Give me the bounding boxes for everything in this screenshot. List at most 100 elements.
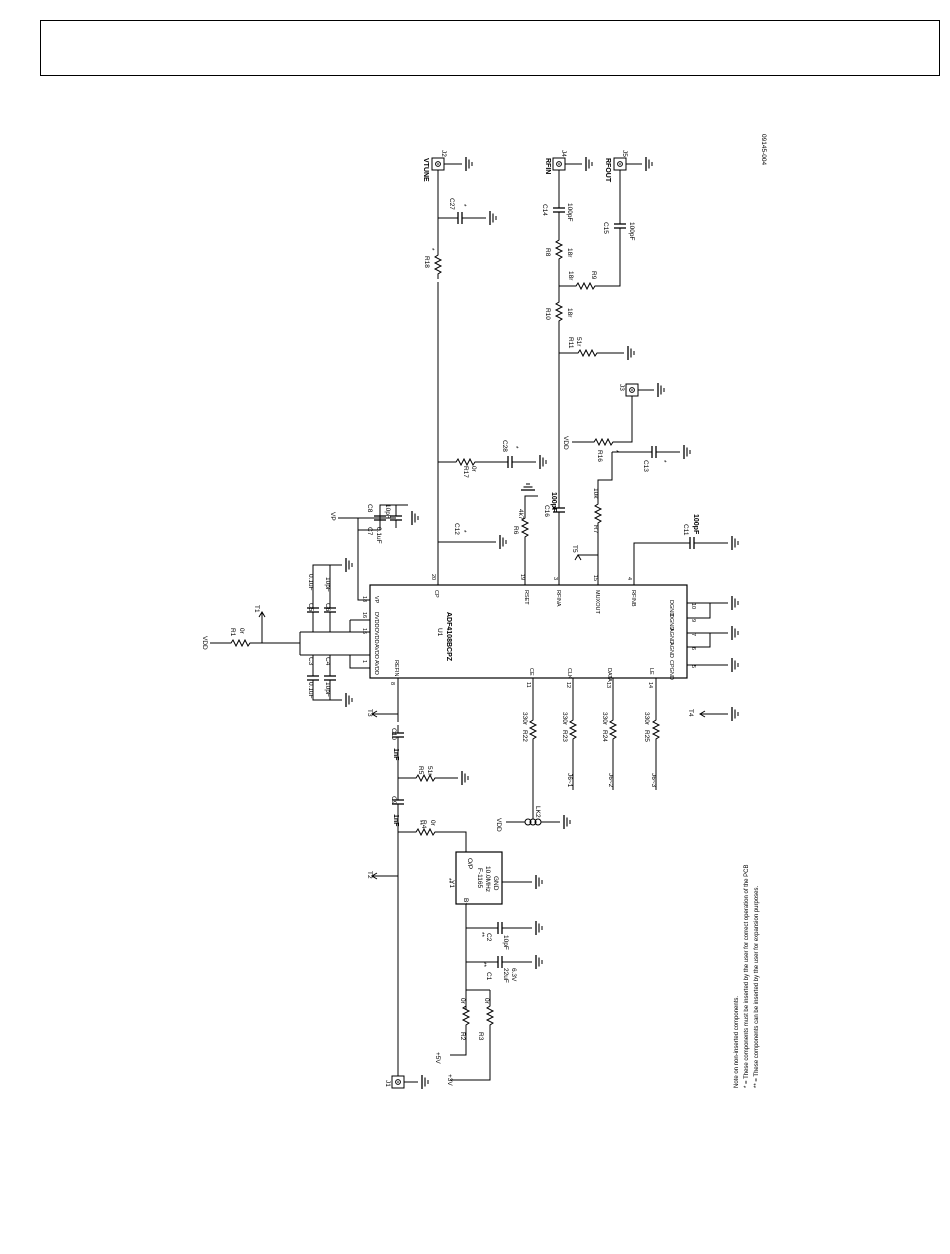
pin-data-label: DATA — [606, 668, 612, 682]
pin-dgnd-label: DGND — [668, 600, 674, 616]
c1-stars: ** — [480, 962, 487, 968]
c14-value: 100pF — [566, 203, 573, 221]
r23-ref: R23 — [561, 730, 568, 742]
pin-clk-label: CLK — [566, 668, 572, 679]
rfin-label: RFIN — [544, 158, 551, 174]
t5-label: T5 — [571, 545, 578, 553]
r7-ref: R7 — [592, 525, 599, 534]
figure-id-label: 09145-004 — [760, 134, 767, 165]
pin-num: 13 — [605, 682, 611, 688]
r9-value: 18r — [567, 271, 574, 281]
r5-ref: R5 — [417, 766, 424, 775]
pin-num: 19 — [519, 574, 525, 580]
c15-value: 100pF — [628, 222, 635, 240]
c16-ref: C16 — [543, 505, 550, 517]
vdd-rail-label-2: VDD — [562, 436, 569, 450]
c10-ref: C10 — [390, 728, 397, 740]
r2-value: 0r — [459, 998, 466, 1005]
c3-ref: C3 — [307, 657, 314, 666]
r8-ref: R8 — [544, 248, 551, 257]
r10-ref: R10 — [544, 308, 551, 320]
c28-star: * — [512, 446, 519, 449]
pin-num: 10 — [690, 603, 696, 609]
lk2-label: LK2 — [534, 806, 541, 818]
c4-value: 10pF — [324, 682, 331, 697]
c1-ref: C1 — [485, 972, 492, 981]
c9-ref: C9 — [390, 796, 397, 805]
pin-num: 5 — [690, 665, 696, 668]
y1-stars: ** — [445, 878, 452, 884]
r4-stars: ** — [416, 820, 423, 826]
c5-ref: C5 — [307, 603, 314, 612]
c28-ref: C28 — [501, 440, 508, 452]
c11-ref: C11 — [682, 524, 689, 536]
c7-ref: C7 — [366, 527, 373, 536]
c11-value: 100pF — [692, 514, 699, 535]
pin-num: 1 — [361, 660, 367, 663]
c1-voltage: 6.3V — [510, 968, 517, 982]
t4-label: T4 — [687, 709, 694, 717]
r18-star: * — [428, 248, 435, 251]
pin-agnd-label: AGND — [668, 628, 674, 644]
c7-value: 0.1uF — [375, 527, 382, 544]
c5-value: 0.1uF — [307, 574, 314, 591]
c2-ref: C2 — [485, 933, 492, 942]
c2-stars: ** — [478, 932, 485, 938]
c13-star: * — [660, 460, 667, 463]
pin-refin-label: REFIN — [393, 660, 399, 677]
r1-value: 0r — [238, 628, 245, 635]
r24-ref: R24 — [601, 730, 608, 742]
c12-star: * — [460, 530, 467, 533]
y1-part: F-1165 — [476, 868, 483, 888]
c10-value: 1nF — [392, 748, 399, 761]
c6-ref: C6 — [324, 603, 331, 612]
r17-ref: R17 — [462, 466, 469, 478]
c6-value: 10pF — [324, 577, 331, 592]
c15-ref: C15 — [602, 222, 609, 234]
title-block — [40, 20, 940, 76]
r1-ref: R1 — [229, 628, 236, 637]
r18-ref: R18 — [423, 256, 430, 268]
c1-value: 22uF — [502, 968, 509, 983]
r25-value: 330r — [643, 712, 650, 726]
pin-ce-label: CE — [528, 668, 534, 676]
c14-ref: C14 — [541, 204, 548, 216]
j4-label: J4 — [560, 150, 567, 157]
c16-value: 100pF — [550, 492, 557, 513]
pin-cpgnd-label: CPGND — [668, 660, 674, 680]
pin-dvdd2-label: DVDD — [373, 628, 379, 644]
note-heading: Note on non-inserted components. — [734, 996, 740, 1088]
pin-num: 20 — [430, 574, 436, 580]
rfout-label: RFOUT — [604, 158, 611, 183]
y1-vcc-pin: B+ — [462, 898, 469, 906]
j3-label: J3 — [618, 384, 625, 391]
y1-out-pin: O/P — [466, 858, 473, 869]
pin-num: 4 — [626, 577, 632, 580]
pin-dgnd2-label: DGND — [668, 614, 674, 630]
r6-value: 4k7 — [517, 509, 524, 520]
r11-value: 51r — [575, 337, 582, 347]
c8-ref: C8 — [366, 504, 373, 513]
r4-ref: R4 — [420, 820, 427, 829]
r8-value: 18r — [566, 248, 573, 258]
r4-value: 0r — [429, 820, 436, 827]
pin-agnd2-label: AGND — [668, 642, 674, 658]
c13-ref: C13 — [642, 460, 649, 472]
t2-label: T2 — [366, 871, 373, 879]
pin-num: 7 — [690, 633, 696, 636]
pin-muxout-label: MUXOUT — [594, 590, 600, 614]
r22-value: 330r — [521, 712, 528, 726]
r16-ref: R16 — [596, 450, 603, 462]
c3-value: 0.1uF — [307, 682, 314, 699]
j5-label: J5 — [621, 150, 628, 157]
pin-dvdd1-label: DVDD — [373, 612, 379, 628]
pin-rfina-label: RFINA — [555, 590, 561, 607]
r10-value: 18r — [566, 308, 573, 318]
pin-num: 15 — [592, 575, 598, 581]
pin-num: 11 — [525, 682, 531, 688]
r25-ref: R25 — [643, 730, 650, 742]
c2-value: 10pF — [502, 935, 509, 950]
j6-1-label: J6~1 — [566, 773, 573, 788]
y1-freq: 10.0MHz — [484, 866, 491, 892]
